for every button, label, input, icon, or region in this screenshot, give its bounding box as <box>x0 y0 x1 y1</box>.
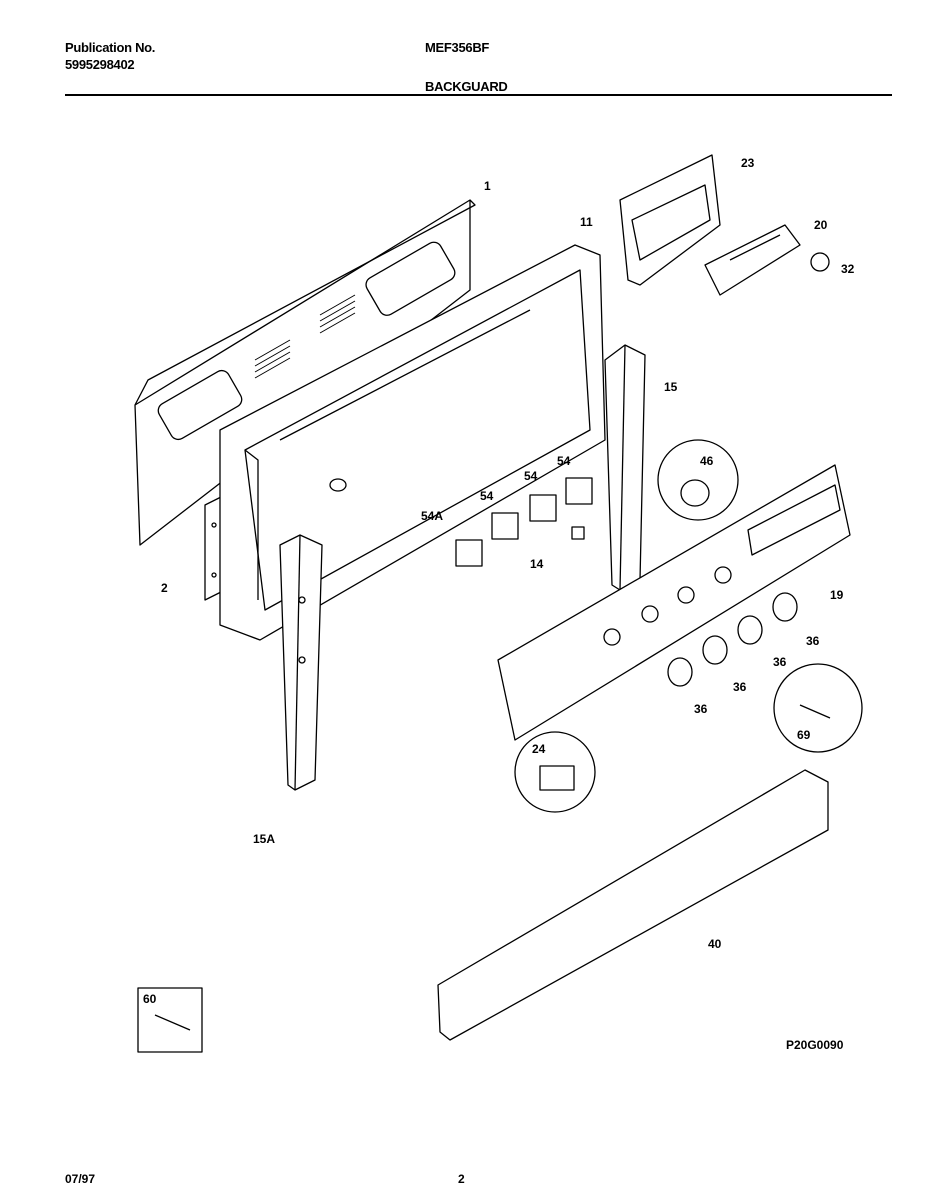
lower-trim-part <box>437 769 829 1041</box>
side-bracket-left-part <box>279 534 323 791</box>
callout-60: 60 <box>143 992 157 1006</box>
header-rule <box>65 94 892 96</box>
callout-32: 32 <box>841 262 855 276</box>
detail-circle-69 <box>773 663 863 753</box>
page-number: 2 <box>458 1172 465 1186</box>
callout-2: 2 <box>161 581 168 595</box>
callout-69: 69 <box>797 728 811 742</box>
control-panel-part <box>497 464 851 741</box>
callout-54-a: 54 <box>480 489 494 503</box>
control-board-part <box>704 224 801 296</box>
knob-part-32 <box>810 252 830 272</box>
screw-box-60 <box>137 987 203 1053</box>
knob-parts-36 <box>667 592 798 687</box>
callout-40: 40 <box>708 937 722 951</box>
backguard-frame-part <box>219 244 606 641</box>
callout-46: 46 <box>700 454 714 468</box>
display-shield-part <box>619 154 721 286</box>
callout-36-d: 36 <box>694 702 708 716</box>
rear-panel-part <box>134 199 476 546</box>
footer-date: 07/97 <box>65 1172 96 1186</box>
callout-14: 14 <box>530 557 544 571</box>
callout-36-b: 36 <box>773 655 787 669</box>
detail-circle-46 <box>657 439 739 521</box>
side-bracket-right-part <box>604 344 646 591</box>
callout-1: 1 <box>484 179 491 193</box>
callout-20: 20 <box>814 218 828 232</box>
figure-code: P20G0090 <box>786 1038 844 1052</box>
model-number: MEF356BF <box>425 40 490 55</box>
callout-19: 19 <box>830 588 844 602</box>
callout-36-a: 36 <box>806 634 820 648</box>
callout-54-c: 54 <box>557 454 571 468</box>
publication-number: 5995298402 <box>65 57 135 72</box>
callout-36-c: 36 <box>733 680 747 694</box>
callout-15a: 15A <box>253 832 275 846</box>
callout-24: 24 <box>532 742 546 756</box>
callout-15: 15 <box>664 380 678 394</box>
callout-23: 23 <box>741 156 755 170</box>
callout-54a-variant: 54A <box>421 509 443 523</box>
callout-11: 11 <box>580 215 593 229</box>
publication-label: Publication No. <box>65 40 156 55</box>
switch-parts <box>455 477 593 567</box>
detail-circle-24 <box>514 731 596 813</box>
section-title: BACKGUARD <box>425 79 508 94</box>
callout-54-b: 54 <box>524 469 538 483</box>
